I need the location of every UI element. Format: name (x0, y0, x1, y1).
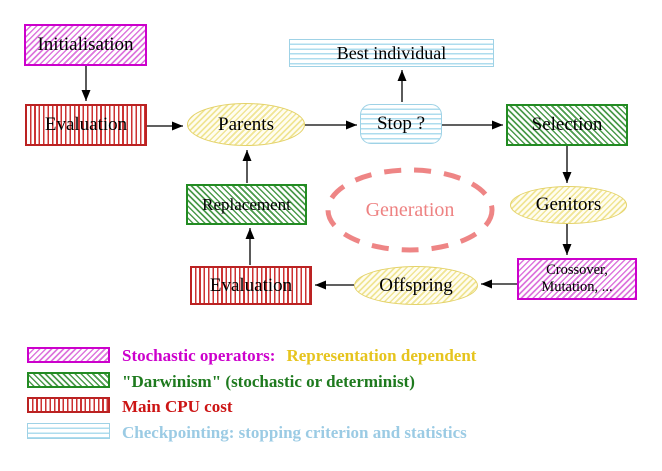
node-genitors: Genitors (510, 186, 627, 224)
node-evaluation-bottom: Evaluation (190, 266, 312, 305)
node-initialisation: Initialisation (24, 24, 147, 66)
legend-label-stochastic-operators: Stochastic operators: Representation depe… (122, 346, 476, 366)
legend-label-cpu-cost: Main CPU cost (122, 397, 233, 416)
node-stop: Stop ? (360, 104, 442, 144)
node-best-individual: Best individual (289, 39, 494, 67)
crossover-label-line2: Mutation, ... (541, 279, 613, 295)
legend-text-stochastic: Stochastic operators: (122, 346, 276, 365)
legend-swatch-stochastic-operators (27, 347, 110, 363)
node-selection: Selection (506, 104, 628, 146)
legend-label-darwinism: "Darwinism" (stochastic or determinist) (122, 372, 415, 391)
legend-label-checkpointing: Checkpointing: stopping criterion and st… (122, 423, 467, 442)
legend-swatch-darwinism (27, 372, 110, 388)
legend-text-representation: Representation dependent (286, 346, 477, 365)
node-offspring: Offspring (354, 266, 478, 305)
node-evaluation-top: Evaluation (25, 104, 147, 146)
legend-swatch-cpu-cost (27, 397, 110, 413)
node-replacement: Replacement (186, 184, 307, 225)
node-crossover-mutation: Crossover, Mutation, ... (517, 258, 637, 300)
crossover-label-line1: Crossover, (546, 261, 608, 278)
node-generation: Generation (365, 198, 455, 221)
legend-swatch-checkpointing (27, 423, 110, 439)
node-parents: Parents (187, 103, 305, 146)
